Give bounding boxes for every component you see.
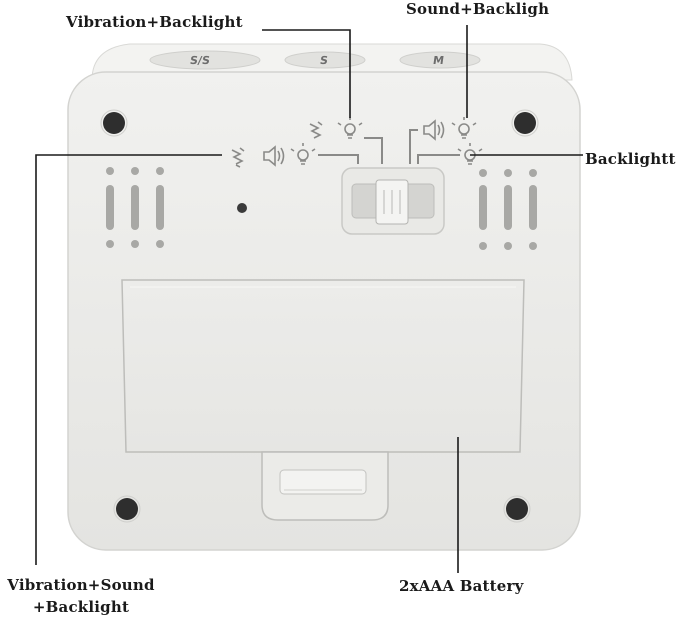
callout-vibration-sound-backlight: Vibration+Sound +Backlight	[2, 574, 160, 618]
button-ss[interactable]	[149, 50, 261, 70]
switch-position-markings	[318, 129, 460, 164]
callout-vibration-sound-line1: Vibration+Sound	[7, 576, 155, 594]
button-s[interactable]	[284, 51, 366, 69]
speaker-icon	[423, 119, 445, 141]
callout-vibration-backlight: Vibration+Backlight	[66, 13, 243, 31]
speaker-grille-right	[479, 169, 537, 250]
top-edge	[91, 43, 573, 81]
screw-holes	[100, 109, 539, 523]
bulb-icon	[290, 143, 316, 165]
callout-backlight: Backlightt	[585, 150, 676, 168]
battery-latch[interactable]	[261, 451, 389, 521]
vibration-icon	[231, 147, 245, 168]
button-ss-label: S/S	[189, 54, 211, 67]
callout-vibration-sound-line2: +Backlight	[32, 598, 130, 616]
speaker-grille-left	[106, 167, 164, 248]
speaker-icon	[263, 145, 285, 167]
bulb-icon	[451, 117, 477, 139]
mode-slide-switch[interactable]	[341, 167, 445, 235]
callout-lines	[35, 25, 583, 573]
button-m-label: M	[432, 54, 445, 67]
button-m[interactable]	[399, 51, 481, 69]
vibration-icon	[309, 121, 323, 139]
reset-pinhole[interactable]	[237, 203, 247, 213]
callout-sound-backlight: Sound+Backligh	[406, 0, 550, 18]
callout-battery: 2xAAA Battery	[399, 577, 524, 595]
battery-cover[interactable]	[121, 279, 525, 453]
